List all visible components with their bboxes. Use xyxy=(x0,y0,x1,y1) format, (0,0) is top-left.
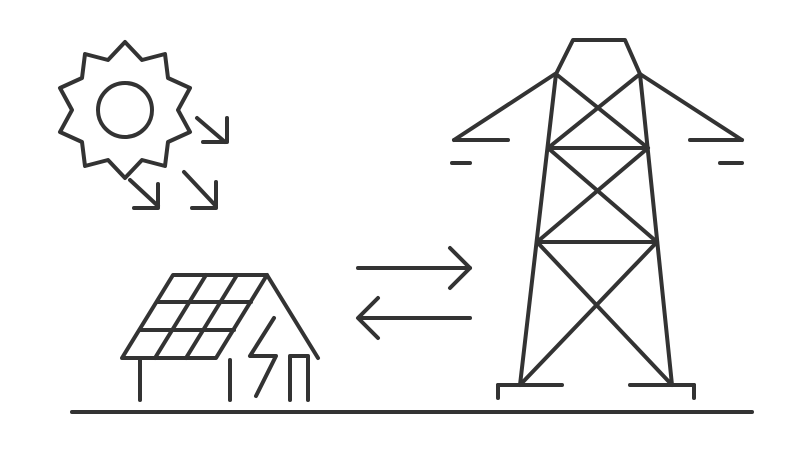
arrow-down-right-icon xyxy=(128,178,160,210)
house-icon xyxy=(138,273,320,402)
sun-icon xyxy=(58,40,192,180)
sun-ray-arrows xyxy=(128,116,229,210)
exchange-arrows-icon xyxy=(356,246,472,340)
lightning-bolt-icon xyxy=(248,316,278,398)
power-pylon-icon xyxy=(450,38,744,400)
solar-panel-icon xyxy=(120,273,269,360)
arrow-down-right-icon xyxy=(182,170,218,210)
sun-disc xyxy=(96,81,154,139)
arrow-right-icon xyxy=(356,246,472,290)
arrow-left-icon xyxy=(356,296,472,340)
arrow-down-right-icon xyxy=(195,116,229,144)
sun-rays xyxy=(58,40,192,180)
